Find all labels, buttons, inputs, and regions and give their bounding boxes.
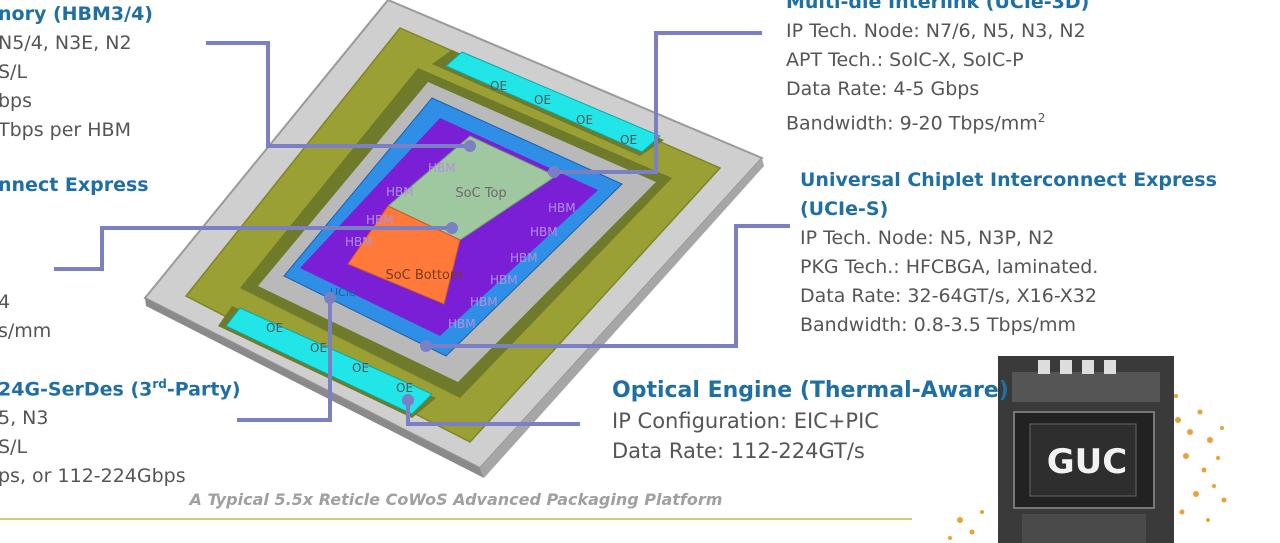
hbm-label: HBM: [470, 295, 498, 309]
caption-divider: [0, 518, 912, 520]
decorative-dots: [948, 394, 1227, 540]
oe-label: OE: [576, 113, 593, 127]
connector-optical: [406, 400, 580, 426]
ucie3d-bandwidth: Bandwidth: 9-20 Tbps/mm2: [786, 111, 1046, 135]
oe-label: OE: [534, 93, 551, 107]
left-interconnect-line: 4: [0, 291, 11, 313]
ucies-spec-block: Universal Chiplet Interconnect Express (…: [800, 166, 1217, 340]
hbm-line: bps: [0, 90, 33, 112]
optical-title: Optical Engine (Thermal-Aware): [612, 378, 1009, 403]
hbm-line: Tbps per HBM: [0, 119, 131, 141]
ucie3d-line: APT Tech.: SoIC-X, SoIC-P: [786, 49, 1024, 71]
substrate-edge-right: [480, 158, 764, 478]
substrate-edge: [145, 298, 484, 478]
hbm-label: HBM: [366, 213, 394, 227]
connector-dot: [548, 166, 560, 178]
hbm-label: HBM: [530, 225, 558, 239]
ucie3d-title: Multi-die Interlink (UCIe-3D): [786, 0, 1090, 13]
left-interconnect-line: s/mm: [0, 320, 52, 342]
guc-package-photo: GUC: [998, 356, 1174, 543]
soc-top-label: SoC Top: [455, 186, 506, 201]
hbm-label: HBM: [548, 201, 576, 215]
oe-label: OE: [490, 79, 507, 93]
ucie-label: UCIe: [330, 286, 356, 299]
hbm-label: HBM: [490, 273, 518, 287]
optical-line: Data Rate: 112-224GT/s: [612, 439, 865, 463]
hbm-label: HBM: [345, 235, 373, 249]
hbm-label: HBM: [448, 317, 476, 331]
oe-label: OE: [620, 133, 637, 147]
serdes-spec-block: 24G-SerDes (3rd-Party) 5, N3 S/L ps, or …: [0, 370, 241, 491]
figure-caption: A Typical 5.5x Reticle CoWoS Advanced Pa…: [189, 490, 723, 509]
ucie3d-line: Data Rate: 4-5 Gbps: [786, 78, 980, 100]
oe-label: OE: [266, 321, 283, 335]
ucies-line: IP Tech. Node: N5, N3P, N2: [800, 227, 1055, 249]
optical-line: IP Configuration: EIC+PIC: [612, 409, 879, 433]
hbm-spec-block: nory (HBM3/4) N5/4, N3E, N2 S/L bps Tbps…: [0, 0, 153, 145]
hbm-line: S/L: [0, 61, 28, 83]
serdes-line: S/L: [0, 436, 28, 459]
serdes-title: 24G-SerDes (3rd-Party): [0, 377, 241, 401]
hbm-title: nory (HBM3/4): [0, 3, 153, 25]
connector-dot: [464, 140, 476, 152]
oe-label: OE: [396, 381, 413, 395]
connector-dot: [420, 340, 432, 352]
connector-serdes: [237, 298, 332, 422]
optical-spec-block: Optical Engine (Thermal-Aware) IP Config…: [612, 376, 1009, 466]
hbm-label: HBM: [428, 161, 456, 175]
connector-dot: [402, 394, 414, 406]
ucies-line: Bandwidth: 0.8-3.5 Tbps/mm: [800, 314, 1076, 336]
guc-logo: GUC: [1047, 442, 1127, 482]
connector-left-mid: [54, 226, 452, 271]
hbm-label: HBM: [510, 251, 538, 265]
hbm-line: N5/4, N3E, N2: [0, 32, 132, 54]
oe-top-panels: [445, 51, 661, 153]
ucie3d-spec-block: Multi-die Interlink (UCIe-3D) IP Tech. N…: [786, 0, 1089, 138]
left-interconnect-title: nnect Express: [0, 174, 149, 196]
connector-ucies: [426, 224, 790, 348]
left-interconnect-block: 4 s/mm: [0, 288, 51, 346]
connector-dot: [324, 292, 336, 304]
oe-label: OE: [310, 341, 327, 355]
ucie3d-line: IP Tech. Node: N7/6, N5, N3, N2: [786, 20, 1086, 42]
connector-ucie3d: [554, 31, 762, 174]
serdes-line: 5, N3: [0, 407, 49, 430]
oe-label: OE: [352, 361, 369, 375]
serdes-line: ps, or 112-224Gbps: [0, 465, 186, 488]
ucies-line: Data Rate: 32-64GT/s, X16-X32: [800, 285, 1097, 307]
connector-hbm: [206, 41, 470, 148]
ucies-title: Universal Chiplet Interconnect Express: [800, 169, 1217, 191]
ucies-line: PKG Tech.: HFCBGA, laminated.: [800, 256, 1099, 278]
ucies-title-2: (UCIe-S): [800, 198, 889, 220]
connector-dot: [446, 222, 458, 234]
hbm-label: HBM: [386, 185, 414, 199]
soc-bottom-label: SoC Bottom: [385, 268, 462, 283]
